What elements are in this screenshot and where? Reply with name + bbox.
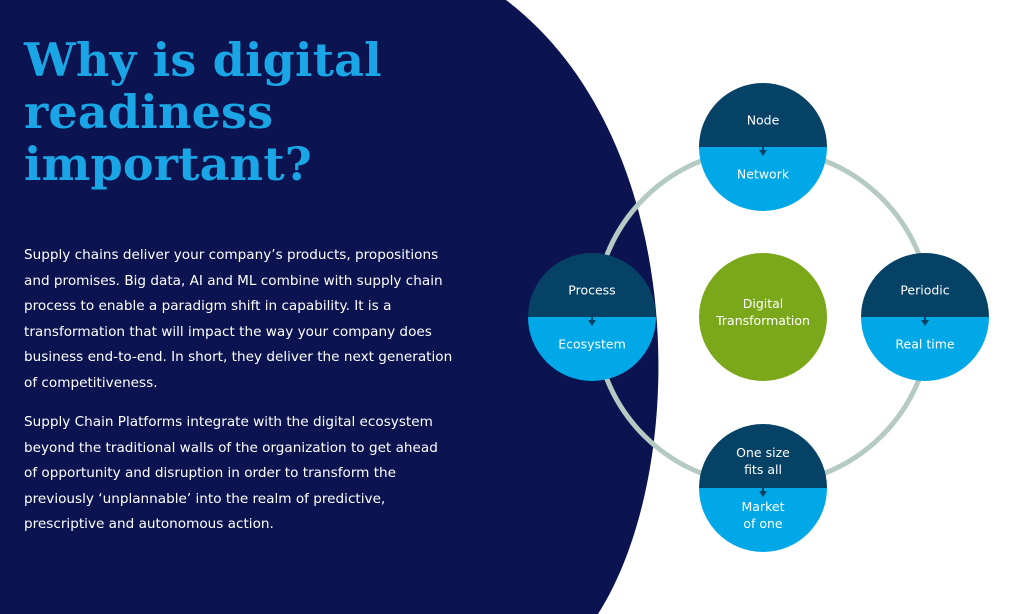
node-bottom-label: of one — [743, 516, 783, 531]
page-title: Why is digital readiness important? — [24, 34, 382, 190]
node-top-label: Periodic — [900, 283, 949, 298]
node-top-label: fits all — [744, 462, 782, 477]
arrow-head-icon — [921, 320, 929, 326]
title-line-1: Why is digital — [24, 33, 382, 87]
node-bottom-label: Market — [742, 499, 785, 514]
arrow-head-icon — [759, 491, 767, 497]
center-label: Transformation — [715, 313, 810, 328]
node-top-label: One size — [736, 445, 790, 460]
arrow-head-icon — [588, 320, 596, 326]
node-bottom-label: Real time — [895, 337, 954, 352]
body-paragraph-1: Supply chains deliver your company’s pro… — [24, 247, 453, 391]
center-circle — [699, 253, 827, 381]
node-bottom-label: Ecosystem — [558, 337, 626, 352]
node-bottom-label: Network — [737, 167, 790, 182]
title-line-2: readiness — [24, 85, 274, 139]
body-paragraph-2: Supply Chain Platforms integrate with th… — [24, 414, 438, 532]
title-line-3: important? — [24, 137, 312, 191]
arrow-head-icon — [759, 150, 767, 156]
center-label: Digital — [743, 296, 784, 311]
node-top-label: Node — [747, 113, 780, 128]
node-top-label: Process — [568, 283, 615, 298]
